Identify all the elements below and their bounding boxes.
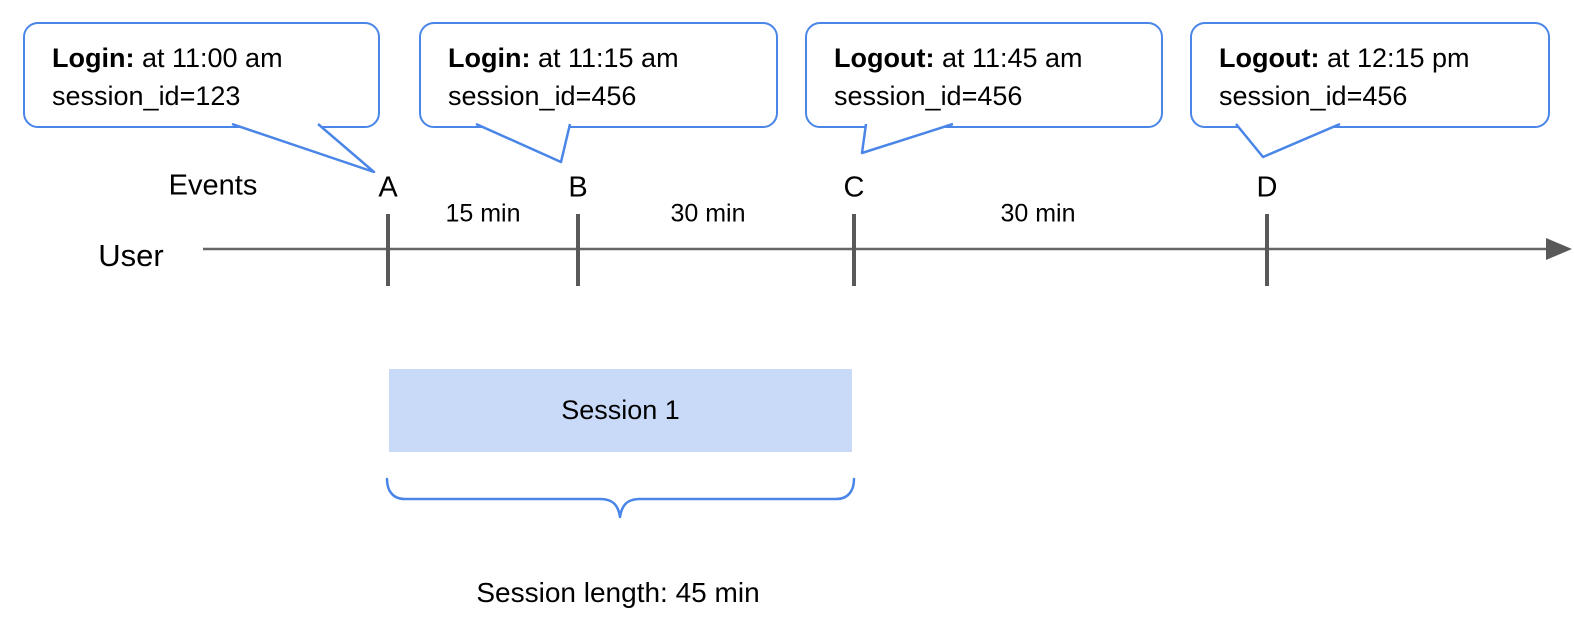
event-label-a: A xyxy=(378,171,398,204)
event-type-label: Login: xyxy=(52,43,135,73)
event-label-d: D xyxy=(1256,171,1278,204)
session-1-box: Session 1 xyxy=(389,369,852,452)
timeline-arrowhead-icon xyxy=(1546,238,1572,260)
session-id-text: session_id=456 xyxy=(448,81,637,111)
event-time-text: at 11:00 am xyxy=(134,43,283,73)
callout-login-a: Login: at 11:00 am session_id=123 xyxy=(23,22,380,128)
event-type-label: Logout: xyxy=(834,43,935,73)
event-time-text: at 11:15 am xyxy=(530,43,679,73)
session-length-brace xyxy=(385,477,856,519)
callout-tail-b xyxy=(475,122,572,164)
event-label-b: B xyxy=(568,171,588,204)
user-row-label: User xyxy=(98,238,164,273)
session-id-text: session_id=123 xyxy=(52,81,241,111)
events-axis-label: Events xyxy=(168,169,258,202)
interval-label-ab: 15 min xyxy=(445,199,521,228)
interval-label-cd: 30 min xyxy=(1000,199,1076,228)
interval-label-bc: 30 min xyxy=(670,199,746,228)
callout-tail-c xyxy=(860,122,954,155)
session-1-label: Session 1 xyxy=(561,395,680,425)
callout-tail-a xyxy=(231,122,376,174)
event-label-c: C xyxy=(843,171,865,204)
session-length-caption: Session length: 45 min xyxy=(476,577,760,608)
callout-tail-d xyxy=(1235,122,1341,159)
callout-logout-d: Logout: at 12:15 pm session_id=456 xyxy=(1190,22,1550,128)
callout-logout-c: Logout: at 11:45 am session_id=456 xyxy=(805,22,1163,128)
event-type-label: Logout: xyxy=(1219,43,1320,73)
event-time-text: at 11:45 am xyxy=(934,43,1083,73)
session-id-text: session_id=456 xyxy=(1219,81,1408,111)
event-type-label: Login: xyxy=(448,43,531,73)
session-id-text: session_id=456 xyxy=(834,81,1023,111)
event-time-text: at 12:15 pm xyxy=(1319,43,1470,73)
callout-login-b: Login: at 11:15 am session_id=456 xyxy=(419,22,778,128)
